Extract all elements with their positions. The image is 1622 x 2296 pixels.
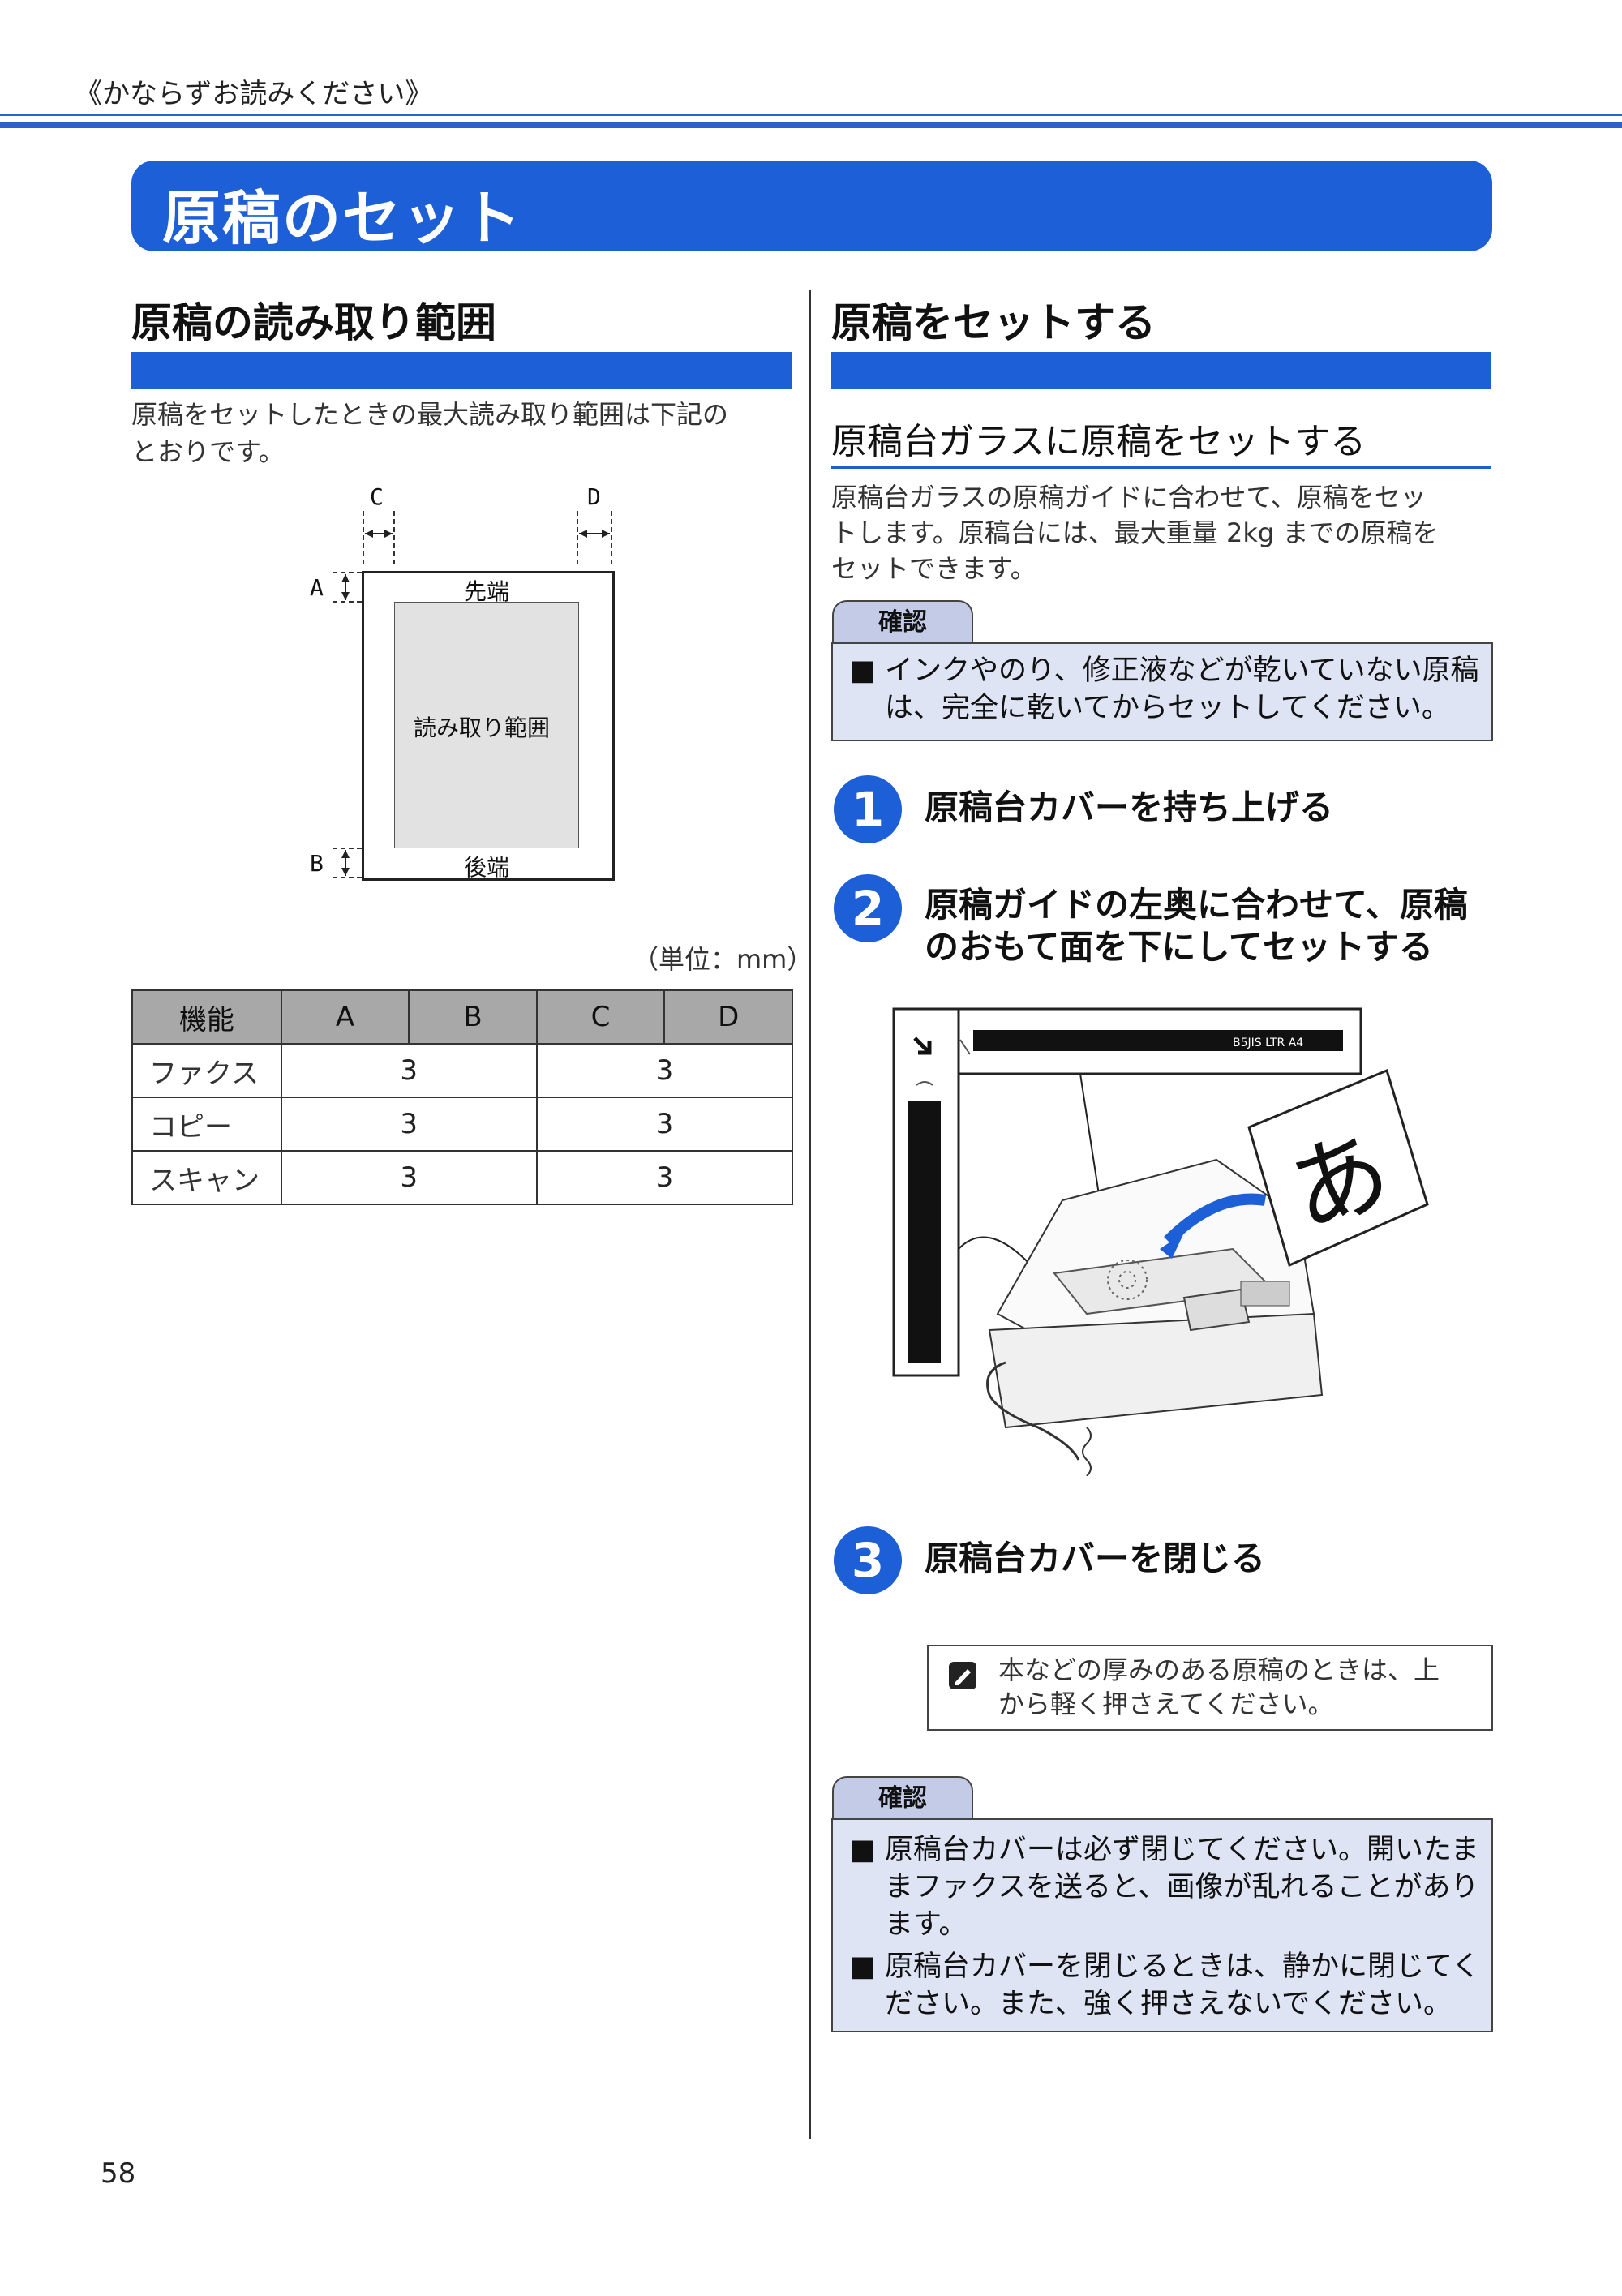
confirm1-line1: インクやのり、修正液などが乾いていない原稿 xyxy=(885,654,1479,687)
scan-area-diagram: C D A B 先端 読み取り範囲 後端 xyxy=(292,479,633,900)
label-b: B xyxy=(310,850,324,877)
page-number: 58 xyxy=(101,2157,136,2190)
dimension-arrows xyxy=(333,511,612,878)
confirm-tab-1: 確認 xyxy=(832,600,973,644)
column-divider xyxy=(809,290,811,2139)
step-2-number: 2 xyxy=(834,874,902,942)
unit-label: （単位：mm） xyxy=(633,944,813,975)
row-cd-value: 3 xyxy=(535,1150,794,1205)
scan-area-label: 読み取り範囲 xyxy=(414,715,551,741)
step-1-number: 1 xyxy=(834,775,902,843)
bullet-square: ■ xyxy=(849,1834,877,1866)
row-cd-value: 3 xyxy=(535,1043,794,1098)
row-cd-value: 3 xyxy=(535,1097,794,1152)
scanner-drawing xyxy=(892,1007,1429,1476)
section-banner: 原稿のセット xyxy=(131,161,1492,252)
bullet-square: ■ xyxy=(849,1951,877,1983)
left-intro-line2: とおりです。 xyxy=(131,436,285,467)
confirm2-item2-line1: 原稿台カバーを閉じるときは、静かに閉じてく xyxy=(885,1951,1480,1983)
step-3-number: 3 xyxy=(834,1526,902,1594)
left-section-title: 原稿の読み取り範囲 xyxy=(131,299,496,346)
spec-table: 機能 A B C D ファクス 3 3 コピー 3 3 スキャン 3 3 xyxy=(131,989,794,1205)
banner-title: 原稿のセット xyxy=(162,184,523,252)
bottom-edge-label: 後端 xyxy=(464,854,510,881)
left-intro-line1: 原稿をセットしたときの最大読み取り範囲は下記の xyxy=(131,399,729,430)
confirm-box-2: ■ 原稿台カバーは必ず閉じてください。開いたま まファクスを送ると、画像が乱れる… xyxy=(831,1818,1493,2032)
label-c: C xyxy=(370,483,384,510)
header-rule-thin xyxy=(0,114,1622,116)
note-box: 本などの厚みのある原稿のときは、上 から軽く押さえてください。 xyxy=(927,1645,1493,1731)
row-ab-value: 3 xyxy=(280,1043,538,1098)
confirm-item: ■ インクやのり、修正液などが乾いていない原稿 は、完全に乾いてからセットしてく… xyxy=(849,652,1479,727)
ruler-side-bottom: LTR A4 xyxy=(895,1315,907,1350)
confirm-item: ■ 原稿台カバーは必ず閉じてください。開いたま まファクスを送ると、画像が乱れる… xyxy=(849,1831,1479,1943)
step-2-text-line1: 原稿ガイドの左奥に合わせて、原稿 xyxy=(925,885,1468,925)
ruler-top-text: B5JIS LTR A4 xyxy=(1233,1036,1304,1049)
table-header-a: A xyxy=(280,989,410,1045)
bullet-square: ■ xyxy=(849,654,877,687)
confirm-tab-2: 確認 xyxy=(832,1776,973,1820)
step-1-text: 原稿台カバーを持ち上げる xyxy=(925,788,1334,827)
row-label: スキャン xyxy=(131,1150,282,1205)
table-header-d: D xyxy=(663,989,793,1045)
step-3-text: 原稿台カバーを閉じる xyxy=(925,1539,1266,1578)
header-rule-thick xyxy=(0,122,1622,128)
confirm2-item1-line3: ます。 xyxy=(885,1908,968,1941)
confirm2-item1-line2: まファクスを送ると、画像が乱れることがあり xyxy=(885,1871,1479,1903)
left-title-bar xyxy=(131,352,792,389)
row-label: コピー xyxy=(131,1097,282,1152)
confirm-box-1: ■ インクやのり、修正液などが乾いていない原稿 は、完全に乾いてからセットしてく… xyxy=(831,642,1493,741)
row-ab-value: 3 xyxy=(280,1150,538,1205)
right-subtitle: 原稿台ガラスに原稿をセットする xyxy=(831,421,1367,462)
header-note: 《かならずお読みください》 xyxy=(75,78,433,110)
confirm-item: ■ 原稿台カバーを閉じるときは、静かに閉じてく ださい。また、強く押さえないでく… xyxy=(849,1948,1480,2023)
ruler-side-b5: B5JIS xyxy=(897,1191,909,1217)
confirm2-item2-line2: ださい。また、強く押さえないでください。 xyxy=(885,1988,1452,2020)
note-line1: 本などの厚みのある原稿のときは、上 xyxy=(998,1654,1440,1685)
table-row: コピー 3 3 xyxy=(131,1097,794,1152)
step-2-text-line2: のおもて面を下にしてセットする xyxy=(925,927,1434,967)
row-ab-value: 3 xyxy=(280,1097,538,1152)
note-line2: から軽く押さえてください。 xyxy=(998,1689,1334,1719)
table-header-row: 機能 A B C D xyxy=(131,989,793,1045)
right-section-title: 原稿をセットする xyxy=(831,299,1156,346)
subtitle-rule xyxy=(831,466,1491,469)
table-header-function: 機能 xyxy=(131,989,282,1045)
label-d: D xyxy=(587,483,601,510)
right-intro-line1: 原稿台ガラスの原稿ガイドに合わせて、原稿をセッ xyxy=(831,482,1427,513)
scanner-illustration: B5JIS LTR A4 B5JIS LTR A4 あ xyxy=(892,1006,1444,1476)
right-title-bar xyxy=(831,352,1491,389)
right-intro-line3: セットできます。 xyxy=(831,553,1036,584)
scan-zone xyxy=(394,602,579,848)
table-row: スキャン 3 3 xyxy=(131,1150,794,1205)
pencil-note-icon xyxy=(949,1662,976,1689)
right-intro-line2: トします。原稿台には、最大重量 2kg までの原稿を xyxy=(831,517,1439,548)
confirm2-item1-line1: 原稿台カバーは必ず閉じてください。開いたま xyxy=(885,1834,1479,1866)
label-a: A xyxy=(310,574,324,601)
top-edge-label: 先端 xyxy=(464,578,510,605)
confirm1-line2: は、完全に乾いてからセットしてください。 xyxy=(885,692,1450,724)
table-header-b: B xyxy=(408,989,538,1045)
table-header-c: C xyxy=(535,989,666,1045)
table-row: ファクス 3 3 xyxy=(131,1043,794,1098)
row-label: ファクス xyxy=(131,1043,282,1098)
